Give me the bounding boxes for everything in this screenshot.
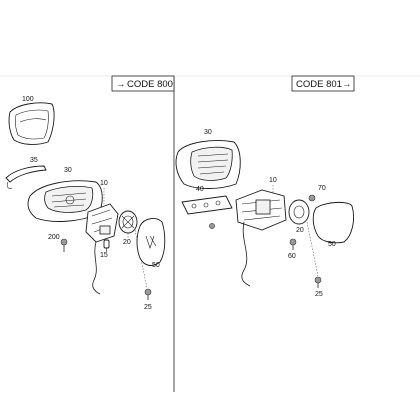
part-25-screw-801: [314, 276, 322, 288]
code-800-arrow: →: [116, 79, 126, 90]
label-25: 25: [144, 304, 152, 311]
label-10: 10: [100, 180, 108, 187]
label-10-801: 10: [269, 177, 277, 184]
label-50-801: 50: [328, 241, 336, 248]
part-35-turn-signal: [5, 165, 47, 189]
part-200-screw: [60, 238, 68, 252]
part-50-mirror-glass: [136, 218, 166, 266]
label-200: 200: [48, 234, 60, 241]
part-25-screw: [144, 288, 152, 300]
part-50-mirror-glass-801: [312, 201, 355, 244]
part-60-screw: [289, 238, 297, 250]
part-15-bulb: [103, 239, 110, 252]
screw-right-small: [209, 223, 215, 229]
label-35: 35: [30, 157, 38, 164]
part-10-actuator-801: [235, 189, 287, 287]
label-70: 70: [318, 185, 326, 192]
label-25-801: 25: [315, 291, 323, 298]
label-100: 100: [22, 96, 34, 103]
code-801-header: CODE 801 →: [291, 75, 355, 92]
label-15: 15: [100, 252, 108, 259]
code-800-header: → CODE 800: [111, 75, 175, 92]
part-10-actuator: [85, 203, 119, 295]
part-20-carrier-plate-801: [288, 199, 310, 225]
code-801-arrow: →: [342, 79, 352, 90]
code-800-label: CODE 800: [127, 79, 173, 90]
label-20: 20: [123, 239, 131, 246]
label-30-801: 30: [204, 129, 212, 136]
label-40: 40: [196, 186, 204, 193]
part-20-carrier-plate: [118, 210, 138, 234]
label-50: 50: [152, 262, 160, 269]
label-60: 60: [288, 253, 296, 260]
label-30: 30: [64, 167, 72, 174]
part-100-mirror-cap: [8, 102, 55, 145]
part-70-clip: [308, 194, 316, 202]
label-20-801: 20: [296, 227, 304, 234]
part-40-trim: [181, 195, 233, 215]
code-801-label: CODE 801: [296, 79, 342, 90]
part-30-mirror-housing-801: [175, 140, 241, 189]
